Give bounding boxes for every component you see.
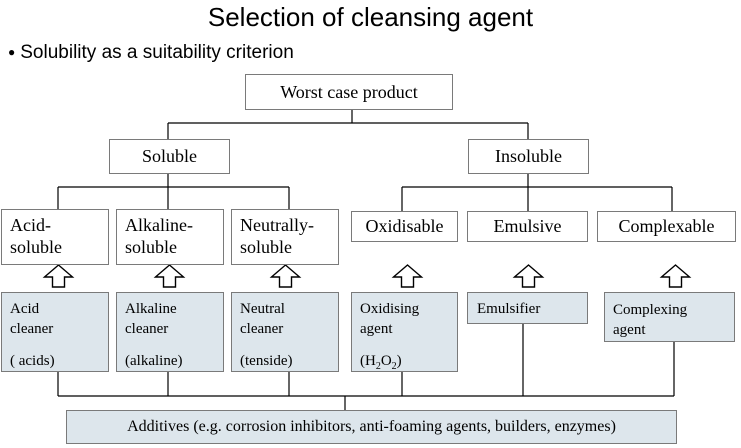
neutral-cleaner-box: Neutral cleaner (tenside) xyxy=(231,292,339,372)
acid-soluble-node: Acid-soluble xyxy=(1,209,109,265)
oxidising-agent-box: Oxidising agent (H2O2) xyxy=(351,292,458,372)
oxidisable-node: Oxidisable xyxy=(351,211,458,242)
up-arrow-icon xyxy=(391,264,424,288)
bullet-text: Solubility as a suitability criterion xyxy=(20,42,294,63)
complexable-node: Complexable xyxy=(597,211,736,242)
complexing-agent-box: Complexing agent xyxy=(604,292,735,342)
h2o2-formula: (H2O2) xyxy=(360,353,402,372)
neutrally-soluble-node: Neutrally-soluble xyxy=(231,209,339,265)
bullet-icon: ● xyxy=(8,45,16,59)
page-title: Selection of cleansing agent xyxy=(207,2,534,32)
alkaline-cleaner-box: Alkaline cleaner (alkaline) xyxy=(116,292,224,372)
emulsifier-box: Emulsifier xyxy=(467,292,588,324)
up-arrow-icon xyxy=(153,264,186,288)
emulsive-node: Emulsive xyxy=(467,211,588,242)
insoluble-node: Insoluble xyxy=(468,139,589,174)
additives-box: Additives (e.g. corrosion inhibitors, an… xyxy=(66,410,677,444)
alkaline-soluble-node: Alkaline-soluble xyxy=(116,209,224,265)
up-arrow-icon xyxy=(269,264,302,288)
bullet-point: ● Solubility as a suitability criterion xyxy=(8,40,294,65)
up-arrow-icon xyxy=(42,264,75,288)
root-node-worst-case-product: Worst case product xyxy=(245,74,453,110)
soluble-node: Soluble xyxy=(109,139,230,174)
acid-cleaner-box: Acid cleaner ( acids) xyxy=(1,292,109,372)
up-arrow-icon xyxy=(512,264,545,288)
up-arrow-icon xyxy=(659,264,692,288)
